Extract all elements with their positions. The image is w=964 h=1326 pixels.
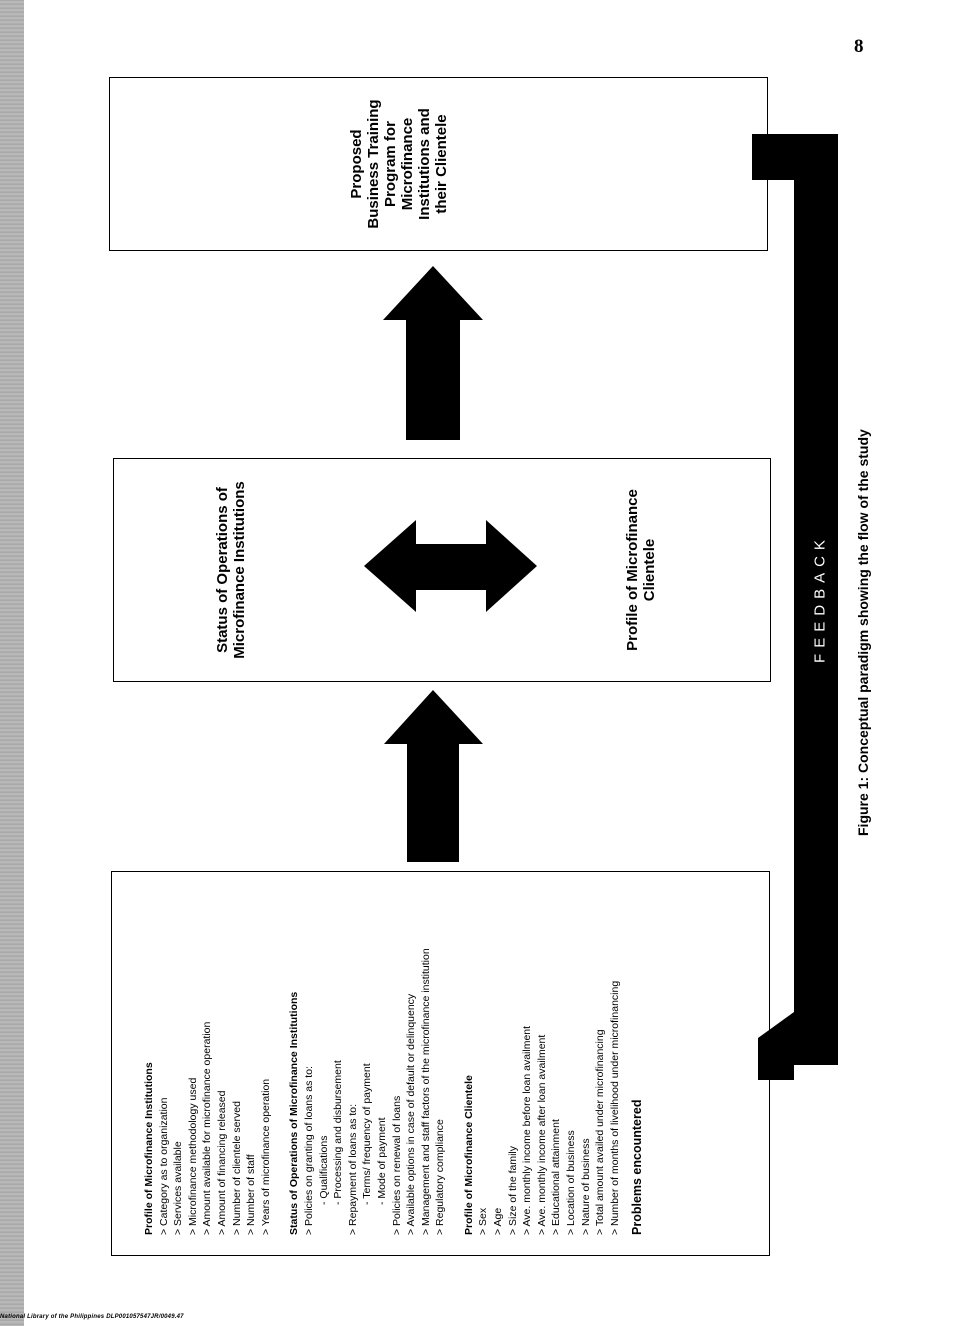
- list-item: > Number of months of livelihood under m…: [608, 980, 621, 1235]
- list-item: > Services available: [172, 1141, 185, 1235]
- list-item: > Ave. monthly income before loan availm…: [521, 1025, 534, 1235]
- list-item: > Policies on renewal of loans: [390, 1095, 403, 1235]
- section-profile-clientele: Profile of Microfinance Clientele > Sex …: [462, 886, 623, 1235]
- process-box: Status of Operations of Microfinance Ins…: [113, 458, 771, 682]
- feedback-arrowhead: [758, 1012, 838, 1080]
- scan-edge-shading: [0, 0, 24, 1326]
- list-item: > Educational attainment: [550, 1119, 563, 1235]
- list-subitem: - Qualifications: [317, 1135, 330, 1205]
- list-item: > Policies on granting of loans as to:: [302, 1066, 315, 1235]
- list-item: > Ave. monthly income after loan availme…: [535, 1034, 548, 1235]
- list-item: > Size of the family: [506, 1146, 519, 1235]
- problems-encountered: Problems encountered: [630, 1099, 645, 1235]
- section-title: Profile of Microfinance Clientele: [462, 1075, 475, 1235]
- proposed-program-label: Proposed Business Training Program for M…: [348, 99, 450, 229]
- list-item: > Category as to organization: [157, 1097, 170, 1235]
- section-status-operations: Status of Operations of Microfinance Ins…: [287, 886, 448, 1235]
- input-variables-list: Profile of Microfinance Institutions > C…: [112, 872, 769, 1255]
- list-item: > Microfinance methodology used: [186, 1077, 199, 1235]
- footer-credit: National Library of the Philippines DLP0…: [0, 1314, 184, 1320]
- list-subitem: - Mode of payment: [375, 1117, 388, 1205]
- page-number: 8: [854, 36, 864, 57]
- output-box: Proposed Business Training Program for M…: [109, 77, 768, 251]
- list-subitem: - Terms/ frequency of payment: [361, 1063, 374, 1205]
- arrow-up-shape: [384, 690, 483, 862]
- arrow-up-shape: [383, 266, 483, 440]
- list-item: > Years of microfinance operation: [259, 1078, 272, 1235]
- profile-clientele-label: Profile of Microfinance Clientele: [624, 489, 658, 651]
- list-item: > Management and staff factors of the mi…: [419, 948, 432, 1235]
- status-operations-label: Status of Operations of Microfinance Ins…: [214, 481, 248, 659]
- input-variables-box: Profile of Microfinance Institutions > C…: [111, 871, 770, 1256]
- section-title: Status of Operations of Microfinance Ins…: [288, 991, 301, 1235]
- section-profile-institutions: Profile of Microfinance Institutions > C…: [142, 886, 273, 1235]
- list-item: > Sex: [477, 1207, 490, 1235]
- list-subitem: - Processing and disbursement: [332, 1060, 345, 1205]
- list-item: > Available options in case of default o…: [405, 993, 418, 1235]
- list-item: > Number of staff: [245, 1154, 258, 1235]
- list-item: > Location of business: [565, 1130, 578, 1235]
- list-item: > Amount available for microfinance oper…: [201, 1021, 214, 1235]
- list-item: > Total amount availed under microfinanc…: [594, 1029, 607, 1235]
- list-item: > Nature of business: [579, 1138, 592, 1235]
- list-item: > Amount of financing released: [215, 1090, 228, 1235]
- feedback-label: FEEDBACK: [811, 534, 829, 663]
- list-item: > Number of clientele served: [230, 1101, 243, 1235]
- list-item: > Age: [492, 1207, 505, 1235]
- list-item: > Regulatory compliance: [434, 1119, 447, 1235]
- figure-caption: Figure 1: Conceptual paradigm showing th…: [855, 429, 871, 836]
- list-item: > Repayment of loans as to:: [346, 1103, 359, 1235]
- section-title: Profile of Microfinance Institutions: [143, 1062, 155, 1235]
